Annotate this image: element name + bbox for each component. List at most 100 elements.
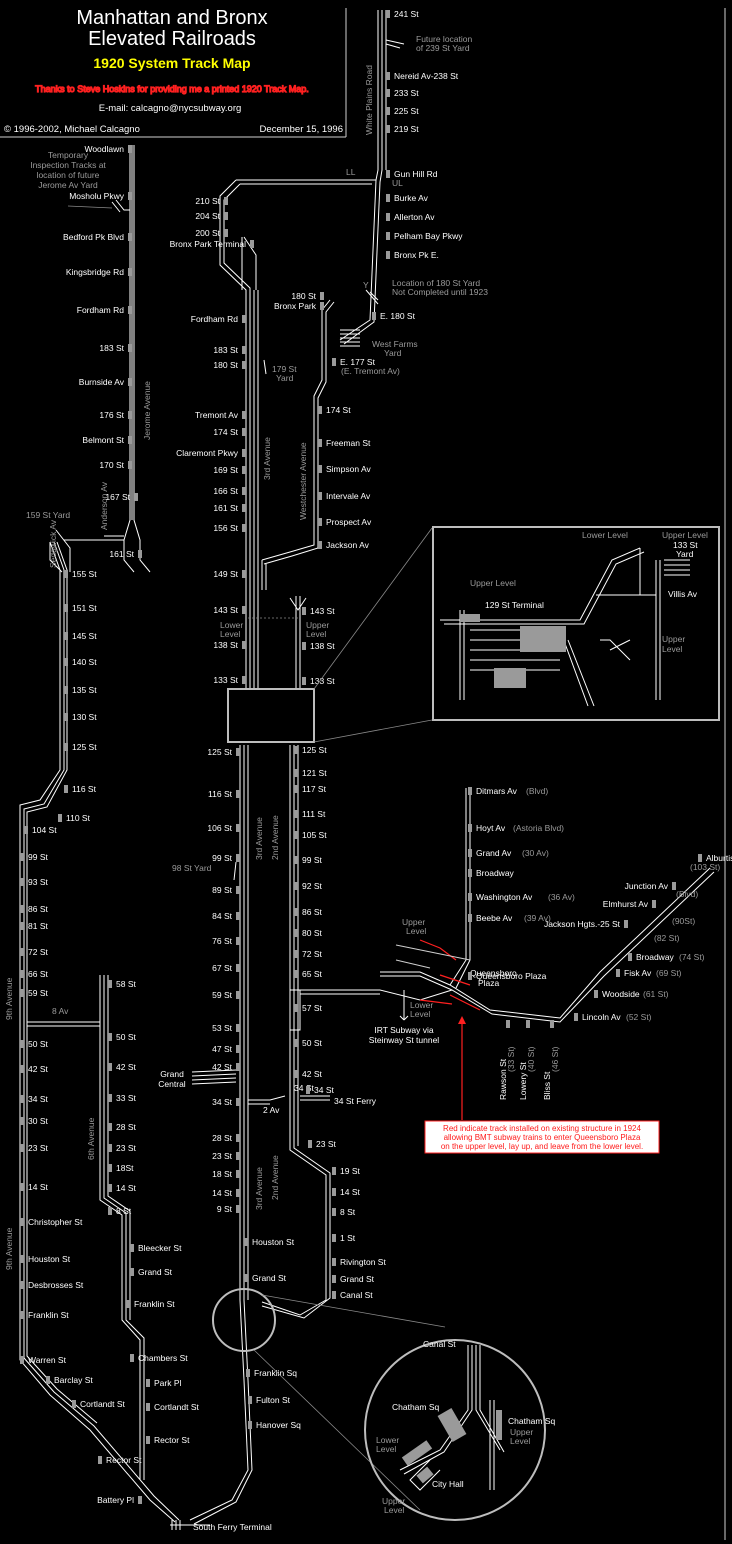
station-jerome-11[interactable]: 161 St	[109, 549, 134, 559]
station-ninth-ave-25[interactable]: Desbrosses St	[28, 1280, 84, 1290]
station-second-ave-1[interactable]: 138 St	[310, 641, 335, 651]
station-ninth-ave-2[interactable]: 145 St	[72, 631, 97, 641]
station-second-ave-14[interactable]: 57 St	[302, 1003, 322, 1013]
station-sixth-ave-12[interactable]: Chambers St	[138, 1353, 188, 1363]
station-third-ave-manhattan-10[interactable]: 47 St	[212, 1044, 232, 1054]
station-third-ave-manhattan-17[interactable]: 9 St	[217, 1204, 233, 1214]
station-ninth-ave-1[interactable]: 151 St	[72, 603, 97, 613]
station-sixth-ave-11[interactable]: Franklin St	[134, 1299, 175, 1309]
station-second-ave-3[interactable]: 125 St	[302, 745, 327, 755]
station-astoria-4[interactable]: Washington Av	[476, 892, 533, 902]
station-astoria-1[interactable]: Hoyt Av	[476, 823, 506, 833]
station-jerome-8[interactable]: Belmont St	[82, 435, 124, 445]
station-third-ave-bronx-6[interactable]: 180 St	[213, 360, 238, 370]
station-third-ave-manhattan-16[interactable]: 14 St	[212, 1188, 232, 1198]
station-second-ave-19[interactable]: 19 St	[340, 1166, 360, 1176]
station-third-ave-bronx-11[interactable]: 166 St	[213, 486, 238, 496]
station-third-ave-manhattan-15[interactable]: 18 St	[212, 1169, 232, 1179]
station-sixth-ave-14[interactable]: Cortlandt St	[154, 1402, 200, 1412]
station-second-ave-21[interactable]: 8 St	[340, 1207, 356, 1217]
station-ninth-ave-20[interactable]: 30 St	[28, 1116, 48, 1126]
station-third-ave-bronx-9[interactable]: Claremont Pkwy	[176, 448, 239, 458]
station-jerome-0[interactable]: Woodlawn	[84, 144, 124, 154]
station-westchester-7[interactable]: Prospect Av	[326, 517, 372, 527]
station-flushing-1[interactable]: Rawson St	[498, 1058, 508, 1100]
station-flushing-11[interactable]: Alburtis Av	[706, 853, 732, 863]
station-second-ave-24[interactable]: Grand St	[340, 1274, 375, 1284]
station-ninth-ave-29[interactable]: Cortlandt St	[80, 1399, 126, 1409]
station-ninth-ave-22[interactable]: 14 St	[28, 1182, 48, 1192]
station-white-plains-10[interactable]: E. 180 St	[380, 311, 416, 321]
station-flushing-10[interactable]: Junction Av	[625, 881, 669, 891]
station-third-ave-bronx-8[interactable]: 174 St	[213, 427, 238, 437]
station-ninth-ave-9[interactable]: 104 St	[32, 825, 57, 835]
station-third-ave-bronx-13[interactable]: 156 St	[213, 523, 238, 533]
station-sixth-ave-13[interactable]: Park Pl	[154, 1378, 182, 1388]
station-sixth-ave-8[interactable]: 8 St	[116, 1206, 132, 1216]
station-jerome-2[interactable]: Bedford Pk Blvd	[63, 232, 124, 242]
station-third-ave-bronx-2[interactable]: 200 St	[195, 228, 220, 238]
station-white-plains-6[interactable]: Burke Av	[394, 193, 429, 203]
station-second-ave-0[interactable]: 143 St	[310, 606, 335, 616]
station-westchester-2[interactable]: E. 177 St	[340, 357, 376, 367]
station-third-ave-manhattan-12[interactable]: 34 St	[212, 1097, 232, 1107]
station-second-ave-25[interactable]: Canal St	[340, 1290, 373, 1300]
station-ninth-ave-10[interactable]: 99 St	[28, 852, 48, 862]
station-third-ave-bronx-10[interactable]: 169 St	[213, 465, 238, 475]
station-ninth-ave-23[interactable]: Christopher St	[28, 1217, 83, 1227]
station-second-ave-20[interactable]: 14 St	[340, 1187, 360, 1197]
station-ninth-ave-7[interactable]: 116 St	[72, 784, 97, 794]
station-third-ave-bronx-1[interactable]: 204 St	[195, 211, 220, 221]
station-second-ave-23[interactable]: Rivington St	[340, 1257, 386, 1267]
station-third-ave-manhattan-5[interactable]: 84 St	[212, 911, 232, 921]
station-third-ave-bronx-12[interactable]: 161 St	[213, 503, 238, 513]
station-ninth-ave-17[interactable]: 50 St	[28, 1039, 48, 1049]
station-ninth-ave-8[interactable]: 110 St	[66, 813, 91, 823]
station-sixth-ave-5[interactable]: 23 St	[116, 1143, 136, 1153]
station-third-ave-manhattan-20[interactable]: Franklin Sq	[254, 1368, 297, 1378]
station-ninth-ave-13[interactable]: 81 St	[28, 921, 48, 931]
station-white-plains-4[interactable]: 219 St	[394, 124, 419, 134]
station-second-ave-2[interactable]: 133 St	[310, 676, 335, 686]
station-westchester-4[interactable]: Freeman St	[326, 438, 371, 448]
station-sixth-ave-2[interactable]: 42 St	[116, 1062, 136, 1072]
station-westchester-8[interactable]: Jackson Av	[326, 540, 370, 550]
station-ninth-ave-11[interactable]: 93 St	[28, 877, 48, 887]
station-flushing-7[interactable]: Broadway	[636, 952, 675, 962]
station-sixth-ave-9[interactable]: Bleecker St	[138, 1243, 182, 1253]
station-third-ave-manhattan-1[interactable]: 116 St	[208, 789, 233, 799]
station-jerome-1[interactable]: Mosholu Pkwy	[69, 191, 125, 201]
station-second-ave-12[interactable]: 72 St	[302, 949, 322, 959]
station-ninth-ave-15[interactable]: 66 St	[28, 969, 48, 979]
station-jerome-3[interactable]: Kingsbridge Rd	[66, 267, 124, 277]
station-flushing-9[interactable]: Elmhurst Av	[603, 899, 649, 909]
station-second-ave-18[interactable]: 23 St	[316, 1139, 336, 1149]
station-second-ave-7[interactable]: 105 St	[302, 830, 327, 840]
station-third-ave-bronx-5[interactable]: 183 St	[213, 345, 238, 355]
station-ninth-ave-14[interactable]: 72 St	[28, 947, 48, 957]
station-second-ave-16[interactable]: 42 St	[302, 1069, 322, 1079]
station-flushing-0[interactable]: Queensboro Plaza	[476, 971, 547, 981]
station-ninth-ave-31[interactable]: Battery Pl	[97, 1495, 134, 1505]
station-third-ave-manhattan-8[interactable]: 59 St	[212, 990, 232, 1000]
station-astoria-0[interactable]: Ditmars Av	[476, 786, 518, 796]
station-third-ave-manhattan-9[interactable]: 53 St	[212, 1023, 232, 1033]
station-second-ave-8[interactable]: 99 St	[302, 855, 322, 865]
station-third-ave-manhattan-21[interactable]: Fulton St	[256, 1395, 291, 1405]
station-sixth-ave-1[interactable]: 50 St	[116, 1032, 136, 1042]
station-ninth-ave-4[interactable]: 135 St	[72, 685, 97, 695]
station-ninth-ave-26[interactable]: Franklin St	[28, 1310, 69, 1320]
station-astoria-5[interactable]: Beebe Av	[476, 913, 513, 923]
station-third-ave-manhattan-14[interactable]: 23 St	[212, 1151, 232, 1161]
station-ninth-ave-5[interactable]: 130 St	[72, 712, 97, 722]
station-sixth-ave-0[interactable]: 58 St	[116, 979, 136, 989]
station-sixth-ave-10[interactable]: Grand St	[138, 1267, 173, 1277]
station-westchester-3[interactable]: 174 St	[326, 405, 351, 415]
station-sixth-ave-4[interactable]: 28 St	[116, 1122, 136, 1132]
station-ninth-ave-28[interactable]: Barclay St	[54, 1375, 93, 1385]
station-ninth-ave-27[interactable]: Warren St	[28, 1355, 67, 1365]
station-white-plains-2[interactable]: 233 St	[394, 88, 419, 98]
station-flushing-2[interactable]: Lowery St	[518, 1062, 528, 1100]
station-third-ave-bronx-15[interactable]: 143 St	[213, 605, 238, 615]
station-white-plains-1[interactable]: Nereid Av-238 St	[394, 71, 459, 81]
